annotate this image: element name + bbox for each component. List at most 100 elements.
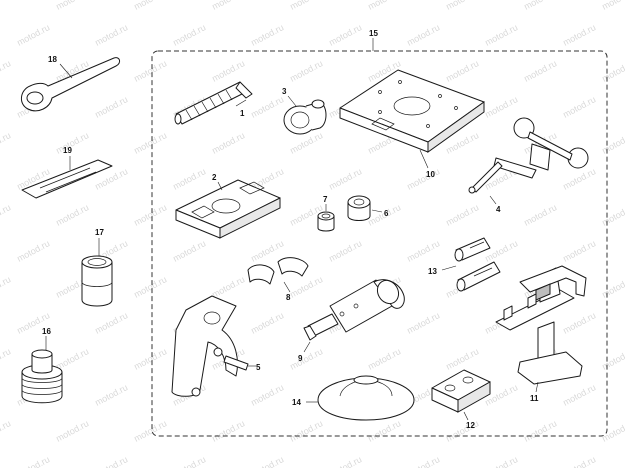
watermark-text: motod.ru <box>561 22 597 48</box>
watermark-text: motod.ru <box>132 58 168 84</box>
watermark-text: motod.ru <box>561 94 597 120</box>
label-13: 13 <box>428 267 437 276</box>
watermark-text: motod.ru <box>210 58 246 84</box>
watermark-text: motod.ru <box>327 22 363 48</box>
label-12: 12 <box>466 421 475 430</box>
watermark-text: motod.ru <box>405 22 441 48</box>
watermark-text: motod.ru <box>0 418 12 444</box>
watermark-text: motod.ru <box>444 58 480 84</box>
watermark-text: motod.ru <box>93 94 129 120</box>
label-8: 8 <box>286 293 291 302</box>
watermark-text: motod.ru <box>561 166 597 192</box>
watermark-text: motod.ru <box>444 346 480 372</box>
watermark-text: motod.ru <box>132 0 168 12</box>
watermark-text: motod.ru <box>600 130 625 156</box>
label-2: 2 <box>212 173 217 182</box>
watermark-text: motod.ru <box>405 454 441 468</box>
part-14-dome-cup: 14 <box>292 375 415 421</box>
watermark-text: motod.ru <box>54 418 90 444</box>
watermark-text: motod.ru <box>171 22 207 48</box>
watermark-text: motod.ru <box>54 130 90 156</box>
watermark-text: motod.ru <box>483 454 519 468</box>
watermark-text: motod.ru <box>54 202 90 228</box>
watermark-text: motod.ru <box>249 22 285 48</box>
watermark-text: motod.ru <box>132 346 168 372</box>
watermark-text: motod.ru <box>561 310 597 336</box>
watermark-text: motod.ru <box>171 454 207 468</box>
watermark-text: motod.ru <box>0 274 12 300</box>
watermark-text: motod.ru <box>600 274 625 300</box>
watermark-text: motod.ru <box>171 238 207 264</box>
label-10: 10 <box>426 170 435 179</box>
watermark-text: motod.ru <box>15 238 51 264</box>
part-4-t-handle-puller: 4 <box>468 117 589 214</box>
part-16-threaded-collar: 16 <box>21 327 63 404</box>
watermark-text: motod.ru <box>0 202 12 228</box>
watermark-text: motod.ru <box>327 238 363 264</box>
label-7: 7 <box>323 195 328 204</box>
watermark-text: motod.ru <box>600 202 625 228</box>
watermark-text: motod.ru <box>561 454 597 468</box>
part-6-bush: 6 <box>347 195 389 221</box>
watermark-text: motod.ru <box>405 166 441 192</box>
watermark-text: motod.ru <box>366 418 402 444</box>
watermark-text: motod.ru <box>366 346 402 372</box>
watermark-text: motod.ru <box>288 274 324 300</box>
watermark-text: motod.ru <box>15 22 51 48</box>
watermark-text: motod.ru <box>405 310 441 336</box>
watermark-text: motod.ru <box>132 130 168 156</box>
label-19: 19 <box>63 146 72 155</box>
watermark-text: motod.ru <box>249 94 285 120</box>
label-18: 18 <box>48 55 57 64</box>
watermark-text: motod.ru <box>561 382 597 408</box>
watermark-text: motod.ru <box>288 58 324 84</box>
watermark-text: motod.ru <box>288 130 324 156</box>
watermark-text: motod.ru <box>132 418 168 444</box>
watermark-text: motod.ru <box>54 346 90 372</box>
label-1: 1 <box>240 109 245 118</box>
watermark-text: motod.ru <box>600 58 625 84</box>
label-14: 14 <box>292 398 301 407</box>
watermark-text: motod.ru <box>93 382 129 408</box>
watermark-text: motod.ru <box>483 238 519 264</box>
watermark-text: motod.ru <box>522 0 558 12</box>
watermark-text: motod.ru <box>54 0 90 12</box>
watermark-text: motod.ru <box>600 418 625 444</box>
part-3-pulley-holder: 3 <box>282 87 327 135</box>
label-5: 5 <box>256 363 261 372</box>
label-3: 3 <box>282 87 287 96</box>
part-8-half-shells: 8 <box>247 257 309 302</box>
part-19-gauge-plate: 19 <box>21 146 113 199</box>
part-11-stand-fixture: 11 <box>495 265 587 403</box>
part-17-sleeve: 17 <box>81 228 113 307</box>
watermark-text: motod.ru <box>93 310 129 336</box>
tool-kit-group-box <box>151 50 608 437</box>
watermark-text: motod.ru <box>600 0 625 12</box>
watermark-text: motod.ru <box>93 454 129 468</box>
part-13-sleeve-pair: 13 <box>428 237 501 292</box>
watermark-text: motod.ru <box>93 22 129 48</box>
watermark-text: motod.ru <box>327 454 363 468</box>
watermark-text: motod.ru <box>210 274 246 300</box>
part-10-base-plate: 10 <box>339 69 485 179</box>
watermark-text: motod.ru <box>522 202 558 228</box>
watermark-text: motod.ru <box>288 418 324 444</box>
part-1-threaded-bolt: 1 <box>174 81 253 125</box>
watermark-text: motod.ru <box>0 0 12 12</box>
group-box-label: 15 <box>369 29 378 38</box>
watermark-text: motod.ru <box>210 418 246 444</box>
watermark-text: motod.ru <box>249 382 285 408</box>
watermark-text: motod.ru <box>249 310 285 336</box>
watermark-text: motod.ru <box>249 454 285 468</box>
watermark-text: motod.ru <box>327 166 363 192</box>
label-17: 17 <box>95 228 104 237</box>
watermark-text: motod.ru <box>0 346 12 372</box>
part-2-slotted-block: 2 <box>175 173 281 239</box>
watermark-text: motod.ru <box>0 58 12 84</box>
part-5-fork-holder: 5 <box>171 295 261 397</box>
watermark-text: motod.ru <box>210 130 246 156</box>
watermark-text: motod.ru <box>288 346 324 372</box>
watermark-text: motod.ru <box>483 94 519 120</box>
watermark-text: motod.ru <box>288 0 324 12</box>
